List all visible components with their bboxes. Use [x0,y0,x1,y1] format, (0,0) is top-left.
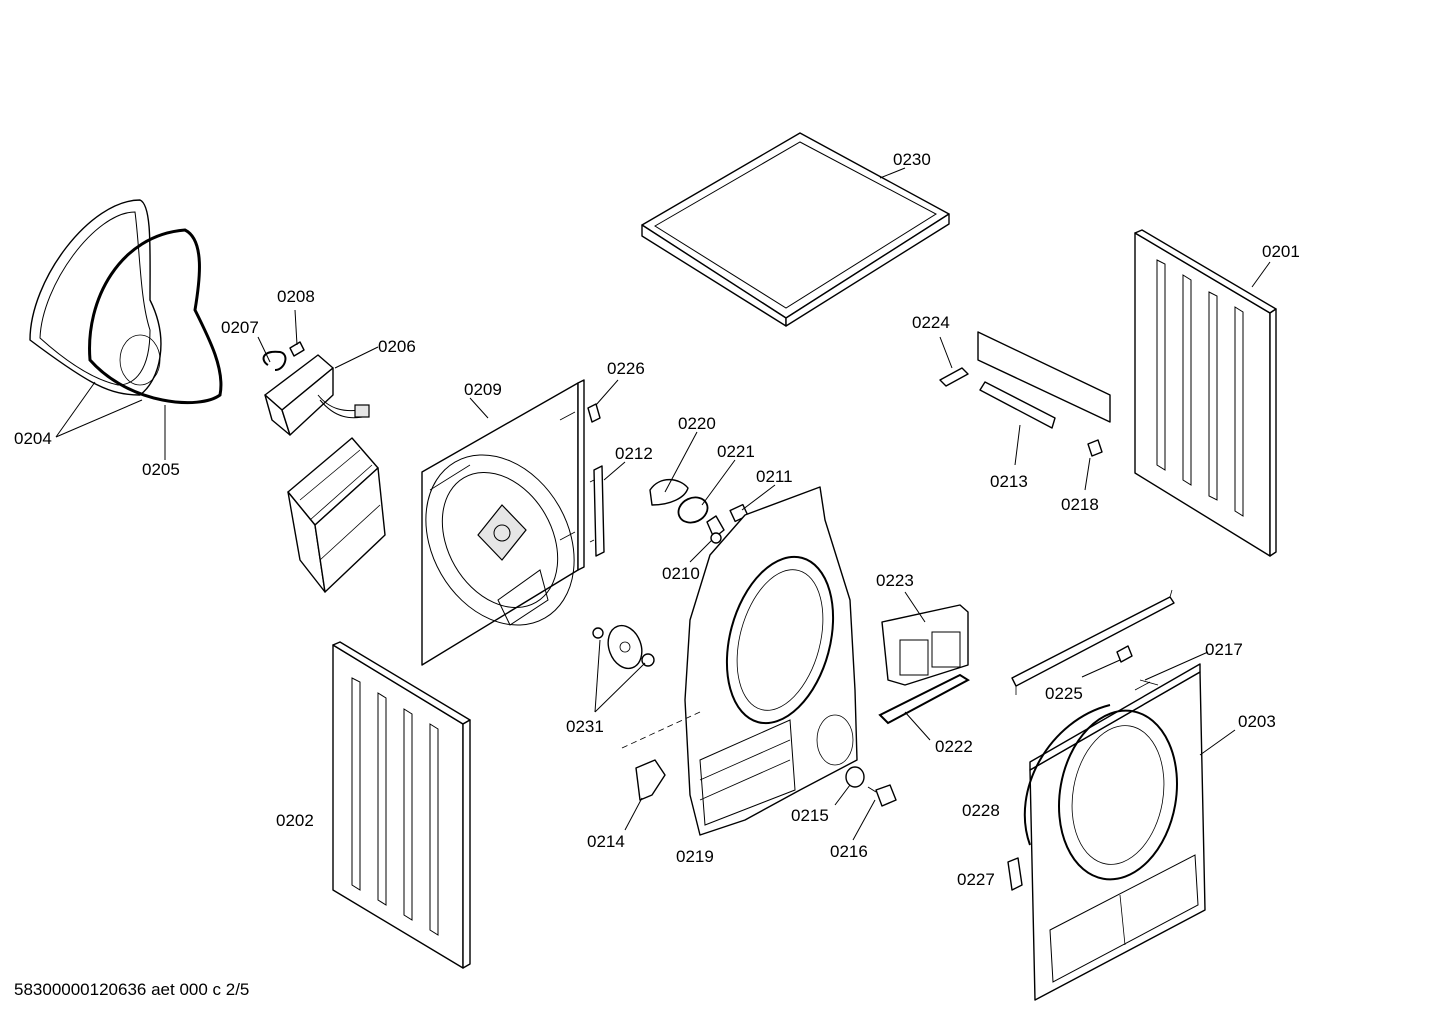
part-0222-filter-seal [878,673,970,725]
drawing-reference: 58300000120636 aet 000 c 2/5 [14,980,250,999]
part-0214-bracket [635,759,666,801]
label-0210: 0210 [662,564,700,583]
part-0203-front-panel [1029,663,1206,1001]
label-0202: 0202 [276,811,314,830]
part-0217-rail [1011,589,1175,695]
label-0206: 0206 [378,337,416,356]
label-0212: 0212 [615,444,653,463]
part-0227-latch [1007,857,1023,891]
label-0223: 0223 [876,571,914,590]
label-0203: 0203 [1238,712,1276,731]
label-0207: 0207 [221,318,259,337]
label-0208: 0208 [277,287,315,306]
part-0219-drum-housing [684,486,858,836]
label-0214: 0214 [587,832,625,851]
label-0219: 0219 [676,847,714,866]
part-0218-clip [1087,439,1103,457]
part-0210-connector [706,515,725,544]
label-0227: 0227 [957,870,995,889]
label-0204: 0204 [14,429,52,448]
label-0217: 0217 [1205,640,1243,659]
label-0216: 0216 [830,842,868,861]
part-labels: 0230 0201 0208 0207 0206 0224 0226 0209 … [14,150,1300,889]
part-0213-button-bar [979,381,1056,429]
part-0205-door-seal [88,228,223,405]
part-0224-button [939,367,969,387]
label-0222: 0222 [935,737,973,756]
part-0230-top-cover [641,132,950,327]
label-0213: 0213 [990,472,1028,491]
label-0221: 0221 [717,442,755,461]
part-0226-clip [587,403,601,423]
label-0220: 0220 [678,414,716,433]
leader-lines [55,167,1271,841]
assembly-axis [621,711,701,749]
part-0223-fluff-filter [881,604,969,686]
part-0215-knob [845,766,865,788]
label-0228: 0228 [962,801,1000,820]
part-0221-gasket [677,496,709,524]
label-0224: 0224 [912,313,950,332]
label-0225: 0225 [1045,684,1083,703]
part-0201-side-panel [1134,229,1277,557]
label-0226: 0226 [607,359,645,378]
part-0228-seal [1023,704,1111,846]
part-0231-pulley [592,624,655,670]
label-0205: 0205 [142,460,180,479]
label-0201: 0201 [1262,242,1300,261]
part-0204-door-frame [29,199,162,396]
label-0209: 0209 [464,380,502,399]
label-0215: 0215 [791,806,829,825]
label-0211: 0211 [756,467,793,486]
part-0209-rear-wall [421,379,585,666]
part-0220-nozzle [649,478,689,506]
part-0206-control-module [264,354,370,436]
label-0218: 0218 [1061,495,1099,514]
part-control-board [977,331,1111,423]
part-0202-side-panel [332,641,471,969]
label-0230: 0230 [893,150,931,169]
label-0231: 0231 [566,717,604,736]
part-0207-sensor-wire [262,350,287,371]
part-air-duct [287,437,386,593]
part-0212-rail [589,465,605,557]
part-0216-plug [867,784,897,807]
part-0225-clip [1116,645,1133,663]
